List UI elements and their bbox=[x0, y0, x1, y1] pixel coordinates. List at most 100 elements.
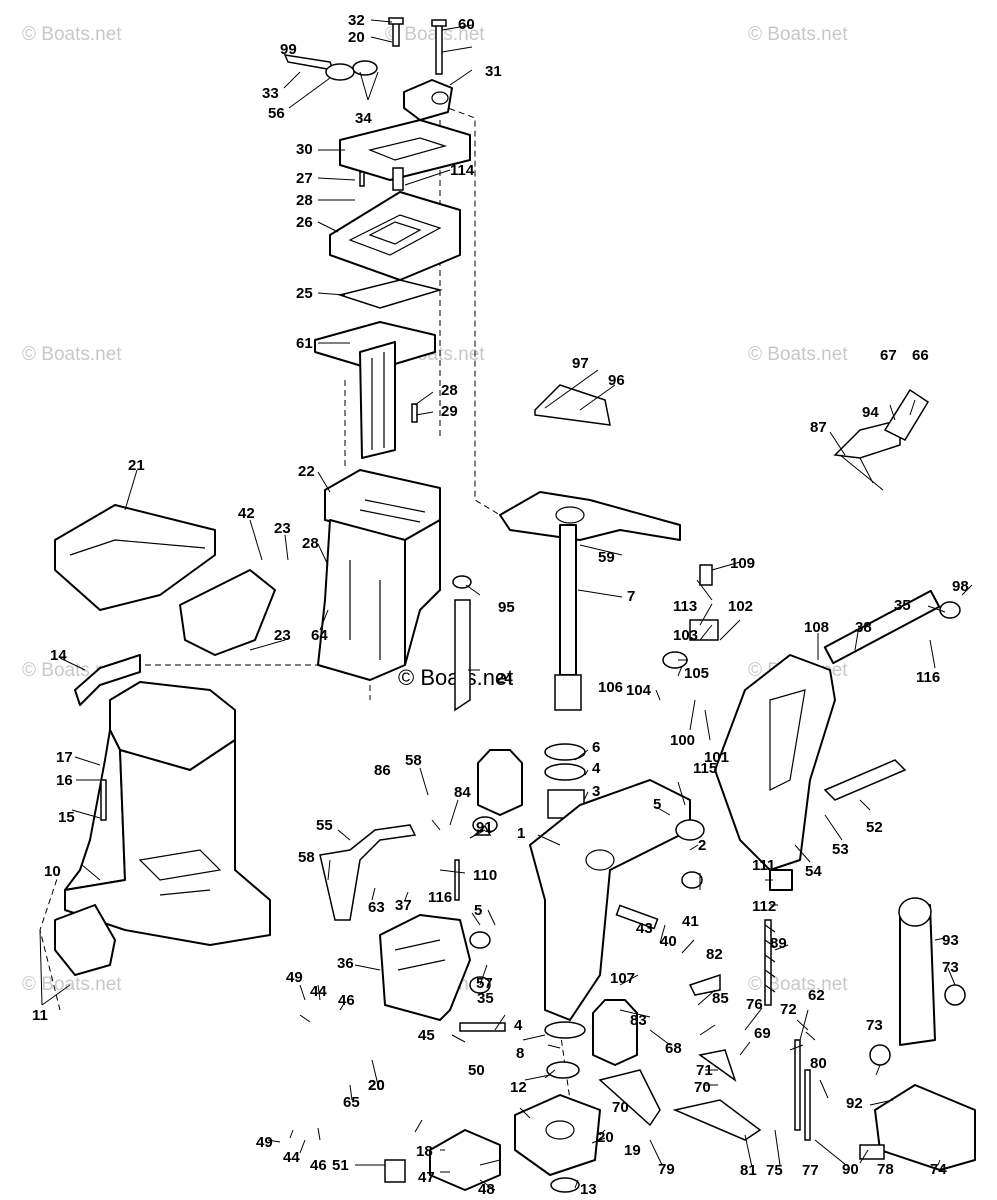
callout-label: 15 bbox=[58, 809, 75, 826]
callout-label: 8 bbox=[516, 1045, 524, 1062]
callout-label: 37 bbox=[395, 897, 412, 914]
callout-label: 36 bbox=[337, 955, 354, 972]
callout-label: 28 bbox=[296, 192, 313, 209]
callout-label: 4 bbox=[514, 1017, 523, 1034]
callout-label: 68 bbox=[665, 1040, 682, 1057]
callout-label: 85 bbox=[712, 990, 729, 1007]
stern-bracket-tilt-assembly bbox=[534, 384, 976, 1171]
callout-label: 51 bbox=[332, 1157, 349, 1174]
callout-label: 72 bbox=[780, 1001, 797, 1018]
callout-label: 49 bbox=[256, 1134, 273, 1151]
watermark: © Boats.net bbox=[748, 344, 848, 365]
callout-label: 113 bbox=[673, 598, 697, 615]
callout-label: 34 bbox=[355, 110, 372, 127]
callout-label: 79 bbox=[658, 1161, 675, 1178]
callout-label: 74 bbox=[930, 1161, 947, 1178]
callout-label: 13 bbox=[580, 1181, 597, 1198]
watermark: © Boats.net bbox=[22, 344, 122, 365]
callout-label: 105 bbox=[684, 665, 709, 682]
callout-label: 6 bbox=[592, 739, 600, 756]
callout-label: 41 bbox=[682, 913, 699, 930]
upper-mount-assembly bbox=[283, 17, 471, 681]
callout-label: 93 bbox=[942, 932, 959, 949]
callout-label: 23 bbox=[274, 520, 291, 537]
callout-label: 83 bbox=[630, 1012, 647, 1029]
callout-label: 46 bbox=[338, 992, 355, 1009]
callout-label: 106 bbox=[598, 679, 623, 696]
callout-label: 110 bbox=[473, 867, 497, 884]
callout-label: 100 bbox=[670, 732, 695, 749]
callout-label: 59 bbox=[598, 549, 615, 566]
callout-label: 52 bbox=[866, 819, 883, 836]
callout-label: 45 bbox=[418, 1027, 435, 1044]
callout-label: 66 bbox=[912, 347, 929, 364]
callout-label: 70 bbox=[694, 1079, 711, 1096]
callout-label: 12 bbox=[510, 1079, 527, 1096]
callout-label: 111 bbox=[752, 857, 775, 874]
callout-label: 97 bbox=[572, 355, 589, 372]
callout-label: 33 bbox=[262, 85, 279, 102]
callout-label: 44 bbox=[283, 1149, 300, 1166]
callout-label: 84 bbox=[454, 784, 471, 801]
callout-label: 7 bbox=[627, 588, 635, 605]
callout-label: 24 bbox=[496, 670, 513, 687]
callout-label: 38 bbox=[855, 619, 872, 636]
callout-label: 26 bbox=[296, 214, 313, 231]
callout-label: 116 bbox=[428, 889, 452, 906]
callout-label: 94 bbox=[862, 404, 879, 421]
callout-label: 35 bbox=[894, 597, 911, 614]
callout-label: 14 bbox=[50, 647, 67, 664]
callout-label: 20 bbox=[348, 29, 365, 46]
callout-label: 20 bbox=[597, 1129, 614, 1146]
callout-label: 10 bbox=[44, 863, 61, 880]
callout-label: 17 bbox=[56, 749, 73, 766]
callout-label: 29 bbox=[441, 403, 458, 420]
callout-label: 114 bbox=[450, 162, 475, 179]
callout-label: 32 bbox=[348, 12, 365, 29]
callout-label: 95 bbox=[498, 599, 515, 616]
callout-label: 91 bbox=[476, 819, 493, 836]
callout-label: 77 bbox=[802, 1162, 819, 1179]
callout-label: 96 bbox=[608, 372, 625, 389]
callout-label: 43 bbox=[636, 920, 653, 937]
callout-label: 70 bbox=[612, 1099, 629, 1116]
callout-label: 107 bbox=[610, 970, 635, 987]
callout-label: 47 bbox=[418, 1169, 435, 1186]
callout-label: 5 bbox=[653, 796, 661, 813]
linkage-small-parts bbox=[319, 564, 811, 1141]
callout-labels: 1 2 3 4 4 5 5 6 7 8 10 11 12 13 14 15 16… bbox=[32, 12, 969, 1198]
callout-label: 25 bbox=[296, 285, 313, 302]
lower-housing-assembly bbox=[54, 504, 276, 976]
callout-label: 22 bbox=[298, 463, 315, 480]
watermark: © Boats.net bbox=[22, 974, 122, 995]
callout-label: 42 bbox=[238, 505, 255, 522]
callout-label: 48 bbox=[478, 1181, 495, 1198]
callout-label: 65 bbox=[343, 1094, 360, 1111]
callout-label: 87 bbox=[810, 419, 827, 436]
callout-label: 58 bbox=[405, 752, 422, 769]
callout-label: 46 bbox=[310, 1157, 327, 1174]
callout-label: 1 bbox=[517, 825, 525, 842]
callout-label: 54 bbox=[805, 863, 822, 880]
callout-label: 21 bbox=[128, 457, 145, 474]
callout-label: 3 bbox=[592, 783, 600, 800]
callout-label: 63 bbox=[368, 899, 385, 916]
callout-label: 49 bbox=[286, 969, 303, 986]
callout-label: 71 bbox=[696, 1062, 713, 1079]
callout-label: 108 bbox=[804, 619, 829, 636]
callout-label: 20 bbox=[368, 1077, 385, 1094]
callout-label: 116 bbox=[916, 669, 940, 686]
callout-label: 18 bbox=[416, 1143, 433, 1160]
callout-label: 78 bbox=[877, 1161, 894, 1178]
callout-label: 55 bbox=[316, 817, 333, 834]
callout-label: 28 bbox=[302, 535, 319, 552]
callout-label: 28 bbox=[441, 382, 458, 399]
watermark: © Boats.net bbox=[748, 24, 848, 45]
callout-label: 81 bbox=[740, 1162, 757, 1179]
watermark: © Boats.net bbox=[22, 24, 122, 45]
callout-label: 19 bbox=[624, 1142, 641, 1159]
callout-label: 60 bbox=[458, 16, 475, 33]
callout-label: 30 bbox=[296, 141, 313, 158]
callout-label: 58 bbox=[298, 849, 315, 866]
